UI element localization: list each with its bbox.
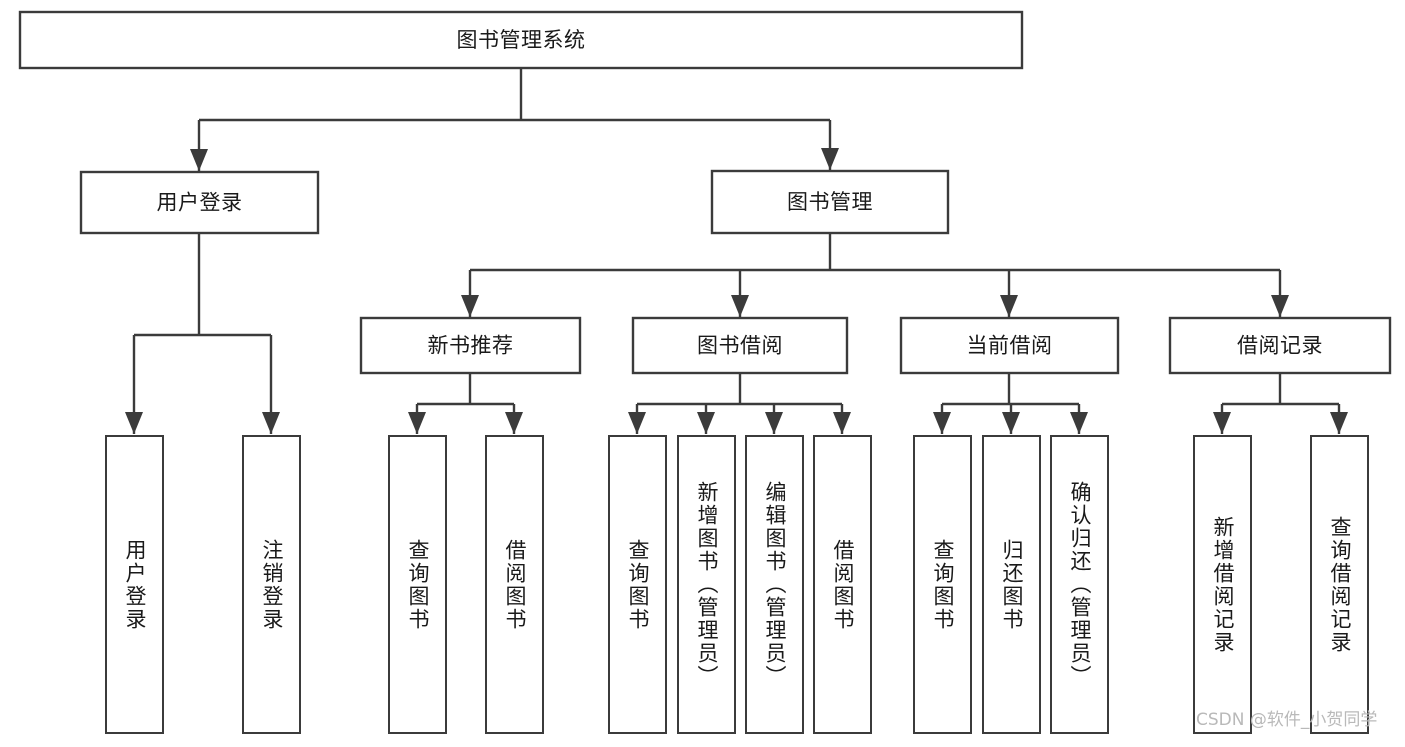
arrow-down-icon-g3-3 [1070,412,1088,434]
connector-layer [125,68,1348,434]
leaf-node-8[interactable]: 借阅图书 [813,435,872,734]
level2-node-1[interactable]: 用户登录 [79,170,320,235]
arrow-down-icon-books-1 [461,295,479,317]
level3-node-label: 图书借阅 [697,334,783,358]
level2-node-box[interactable] [79,170,320,235]
arrow-down-icon-login-1 [125,412,143,434]
level3-node-label: 当前借阅 [967,334,1053,358]
arrow-down-icon-g2-4 [833,412,851,434]
leaf-node-label: 编辑图书（管理员） [763,481,787,688]
arrow-down-icon-books-4 [1271,295,1289,317]
leaf-node-label: 新增借阅记录 [1211,515,1235,654]
arrow-down-icon-g1-1 [408,412,426,434]
leaf-node-4[interactable]: 借阅图书 [485,435,544,734]
level3-node-label: 新书推荐 [428,334,514,358]
level2-node-label: 用户登录 [157,191,243,215]
level3-node-2[interactable]: 图书借阅 [631,316,849,375]
leaf-node-6[interactable]: 新增图书（管理员） [677,435,736,734]
level3-node-1[interactable]: 新书推荐 [359,316,582,375]
level3-node-box[interactable] [359,316,582,375]
root-node-box[interactable] [18,10,1024,70]
arrow-down-icon-g4-1 [1213,412,1231,434]
arrow-down-icon-g3-2 [1002,412,1020,434]
level3-node-3[interactable]: 当前借阅 [899,316,1120,375]
leaf-node-12[interactable]: 新增借阅记录 [1193,435,1252,734]
arrow-down-icon-g3-1 [933,412,951,434]
leaf-node-5[interactable]: 查询图书 [608,435,667,734]
leaf-node-13[interactable]: 查询借阅记录 [1310,435,1369,734]
leaf-node-label: 确认归还（管理员） [1068,481,1092,688]
leaf-node-label: 归还图书 [1000,538,1024,631]
arrow-down-icon-root-1 [190,149,208,171]
leaf-node-label: 注销登录 [260,538,284,631]
root-node-1[interactable]: 图书管理系统 [18,10,1024,70]
leaf-node-label: 查询图书 [626,538,650,631]
leaf-node-label: 查询图书 [406,538,430,631]
arrow-down-icon-g2-3 [765,412,783,434]
arrow-down-icon-g2-2 [697,412,715,434]
level2-node-2[interactable]: 图书管理 [710,169,950,235]
leaf-node-label: 借阅图书 [503,538,527,631]
level3-node-4[interactable]: 借阅记录 [1168,316,1392,375]
leaf-node-10[interactable]: 归还图书 [982,435,1041,734]
level3-node-box[interactable] [1168,316,1392,375]
leaf-node-7[interactable]: 编辑图书（管理员） [745,435,804,734]
arrow-down-icon-g4-2 [1330,412,1348,434]
arrow-down-icon-g2-1 [628,412,646,434]
level2-node-box[interactable] [710,169,950,235]
level3-node-box[interactable] [899,316,1120,375]
leaf-node-label: 查询借阅记录 [1328,515,1352,654]
leaf-node-3[interactable]: 查询图书 [388,435,447,734]
leaf-node-11[interactable]: 确认归还（管理员） [1050,435,1109,734]
root-node-label: 图书管理系统 [457,28,586,52]
leaf-node-9[interactable]: 查询图书 [913,435,972,734]
level2-node-label: 图书管理 [787,190,873,214]
level3-node-box[interactable] [631,316,849,375]
arrow-down-icon-root-2 [821,148,839,170]
arrow-down-icon-books-2 [731,295,749,317]
arrow-down-icon-books-3 [1000,295,1018,317]
leaf-node-label: 查询图书 [931,538,955,631]
leaf-node-1[interactable]: 用户登录 [105,435,164,734]
leaf-node-2[interactable]: 注销登录 [242,435,301,734]
arrow-down-icon-login-2 [262,412,280,434]
leaf-node-label: 用户登录 [123,538,147,631]
arrow-down-icon-g1-2 [505,412,523,434]
leaf-node-label: 新增图书（管理员） [695,481,719,688]
level3-node-label: 借阅记录 [1237,334,1323,358]
leaf-node-label: 借阅图书 [831,538,855,631]
